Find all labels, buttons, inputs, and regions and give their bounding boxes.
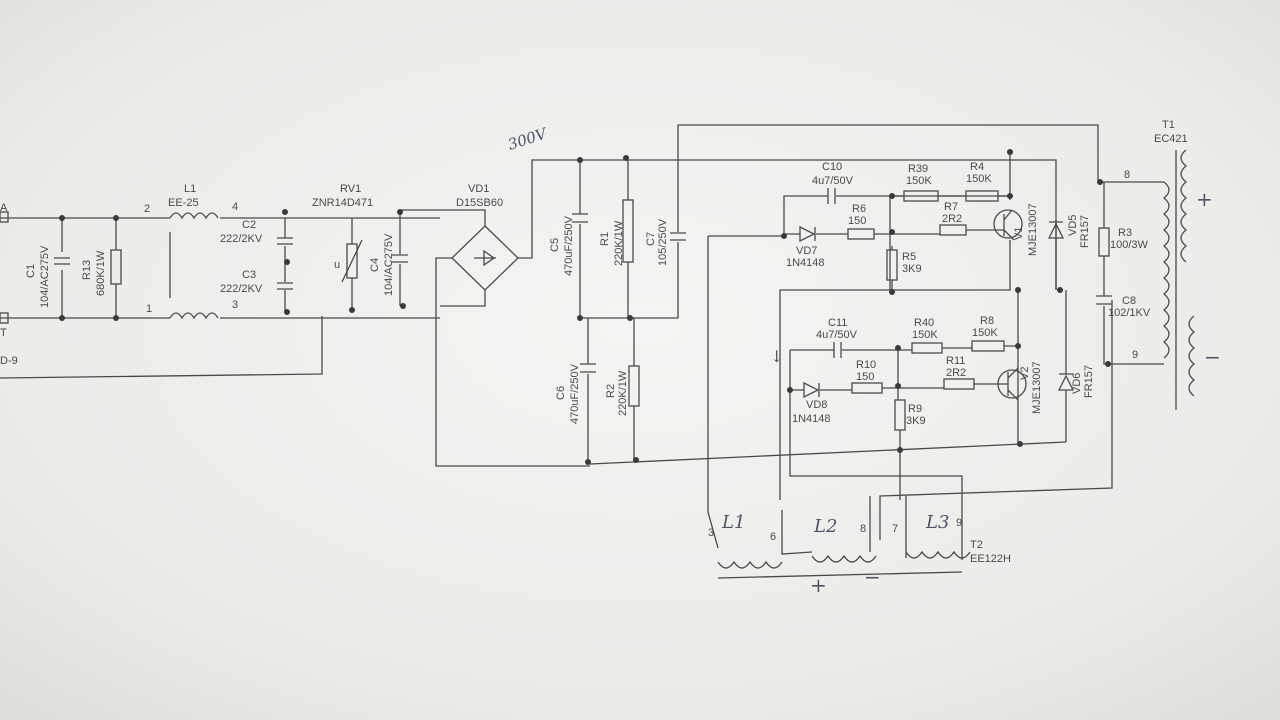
label-v2-name: V2	[1019, 367, 1031, 380]
label-t2-pin-9: 9	[956, 517, 962, 529]
label-conn-t: T	[0, 327, 7, 339]
label-c2-name: C2	[242, 219, 256, 231]
label-vd6-value: FR157	[1083, 365, 1095, 398]
label-node-2: 2	[144, 203, 150, 215]
label-c3-name: C3	[242, 269, 256, 281]
label-r1-value: 220K/1W	[613, 220, 625, 266]
label-c2-value: 222/2KV	[220, 233, 263, 245]
label-t2-pin-6: 6	[770, 531, 776, 543]
label-r10-name: R10	[856, 359, 876, 371]
label-v2-value: MJE13007	[1031, 361, 1043, 414]
label-pin-8: 8	[1124, 169, 1130, 181]
label-c10-name: C10	[822, 161, 842, 173]
label-r4-value: 150K	[966, 173, 992, 185]
label-c11-name: C11	[828, 317, 847, 329]
label-vd6-name: VD6	[1071, 373, 1083, 394]
label-c6-value: 470uF/250V	[569, 363, 581, 424]
wires	[0, 124, 1164, 579]
label-r5-value: 3K9	[902, 263, 922, 275]
label-r7-value: 2R2	[942, 213, 962, 225]
label-c7-name: C7	[645, 232, 657, 246]
label-pin-9: 9	[1132, 349, 1138, 361]
label-r7-name: R7	[944, 201, 958, 213]
label-vd1-value: D15SB60	[456, 197, 503, 209]
components	[0, 149, 1196, 569]
label-r2-value: 220K/1W	[617, 370, 629, 416]
label-r6-name: R6	[852, 203, 866, 215]
label-r1-name: R1	[599, 232, 611, 246]
label-r2-name: R2	[605, 384, 617, 398]
label-c5-value: 470uF/250V	[563, 215, 575, 276]
label-rv1-name: RV1	[340, 183, 361, 195]
label-r5-name: R5	[902, 251, 916, 263]
label-r40-name: R40	[914, 317, 934, 329]
label-t1-value: EC421	[1154, 133, 1188, 145]
handwritten-plus-t1: +	[1196, 187, 1213, 211]
label-c3-value: 222/2KV	[220, 283, 263, 295]
label-c7-value: 105/250V	[657, 218, 669, 266]
component-labels: A T D-9 C1 104/AC275V R13 680K/1W 2 1 L1…	[0, 119, 1221, 597]
label-t2-pin-3: 3	[708, 527, 714, 539]
label-node-4: 4	[232, 201, 238, 213]
label-l1-name: L1	[184, 183, 196, 195]
label-c10-value: 4u7/50V	[812, 175, 854, 187]
label-r39-name: R39	[908, 163, 928, 175]
label-node-3: 3	[232, 299, 238, 311]
junction-dots	[59, 149, 1111, 465]
label-rv1-value: ZNR14D471	[312, 197, 373, 209]
label-r4-name: R4	[970, 161, 984, 173]
label-t2-value: EE122H	[970, 553, 1011, 565]
label-c4-name: C4	[369, 258, 381, 272]
label-c1-name: C1	[25, 264, 37, 278]
label-rv1-u: u	[334, 259, 340, 271]
label-t2-pin-8: 8	[860, 523, 866, 535]
label-t1-name: T1	[1162, 119, 1175, 131]
label-c8-name: C8	[1122, 295, 1136, 307]
label-vd8-value: 1N4148	[792, 413, 831, 425]
label-t2-pin-7: 7	[892, 523, 898, 535]
label-l1-value: EE-25	[168, 197, 199, 209]
label-node-1: 1	[146, 303, 152, 315]
label-r40-value: 150K	[912, 329, 938, 341]
label-conn-a: A	[0, 202, 8, 214]
label-vd7-name: VD7	[796, 245, 817, 257]
handwritten-plus-t2: +	[810, 573, 827, 597]
label-v1-value: MJE13007	[1027, 203, 1039, 256]
label-vd5-value: FR157	[1079, 215, 1091, 248]
label-r3-value: 100/3W	[1110, 239, 1149, 251]
label-t2-name: T2	[970, 539, 983, 551]
label-c8-value: 102/1KV	[1108, 307, 1151, 319]
label-r9-name: R9	[908, 403, 922, 415]
handwritten-l3: L3	[925, 512, 949, 533]
label-c1-value: 104/AC275V	[39, 245, 51, 308]
label-r11-name: R11	[946, 355, 965, 367]
label-r6-value: 150	[848, 215, 866, 227]
label-r10-value: 150	[856, 371, 874, 383]
handwritten-l1: L1	[721, 512, 745, 533]
label-r13-value: 680K/1W	[95, 250, 107, 296]
label-v1-name: V1	[1013, 227, 1025, 240]
label-vd7-value: 1N4148	[786, 257, 825, 269]
label-r13-name: R13	[81, 260, 93, 280]
label-vd1-name: VD1	[468, 183, 489, 195]
label-c5-name: C5	[549, 238, 561, 252]
label-r39-value: 150K	[906, 175, 932, 187]
label-c4-value: 104/AC275V	[383, 233, 395, 296]
label-r9-value: 3K9	[906, 415, 926, 427]
handwritten-minus-t1: −	[1204, 345, 1221, 369]
label-r8-name: R8	[980, 315, 994, 327]
handwritten-arrow-down-icon: ↓	[770, 347, 783, 366]
label-r11-value: 2R2	[946, 367, 966, 379]
label-r3-name: R3	[1118, 227, 1132, 239]
label-vd5-name: VD5	[1067, 215, 1079, 236]
label-conn-d9: D-9	[0, 355, 18, 367]
label-c11-value: 4u7/50V	[816, 329, 858, 341]
label-r8-value: 150K	[972, 327, 998, 339]
handwritten-minus-t2: −	[864, 565, 881, 589]
label-vd8-name: VD8	[806, 399, 827, 411]
label-c6-name: C6	[555, 386, 567, 400]
handwritten-l2: L2	[813, 516, 837, 537]
